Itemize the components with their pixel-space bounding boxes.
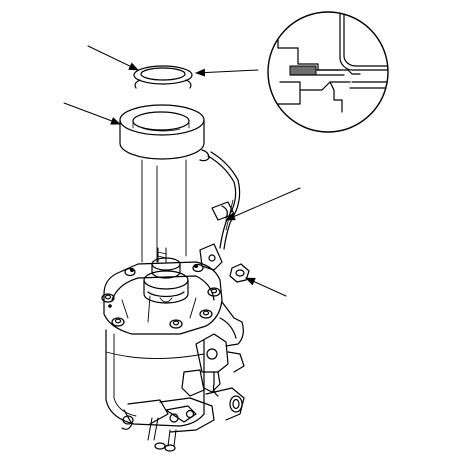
snap-ring-section <box>289 65 317 76</box>
ground-bracket <box>199 243 223 271</box>
field-coil-wire-harness <box>207 151 241 250</box>
leader-harness-clamp <box>225 187 301 221</box>
flange-bolts <box>101 263 221 329</box>
field-coil <box>119 104 210 162</box>
leader-ground-bolt <box>245 277 287 297</box>
leader-lines <box>63 45 301 297</box>
compressor-body <box>101 159 245 452</box>
detail-magnifier <box>267 11 389 133</box>
leader-magnifier <box>195 68 259 77</box>
leader-snap-ring <box>87 45 139 71</box>
leader-field-coil <box>63 102 121 125</box>
ground-bolt <box>229 263 250 283</box>
snap-ring <box>133 65 193 89</box>
